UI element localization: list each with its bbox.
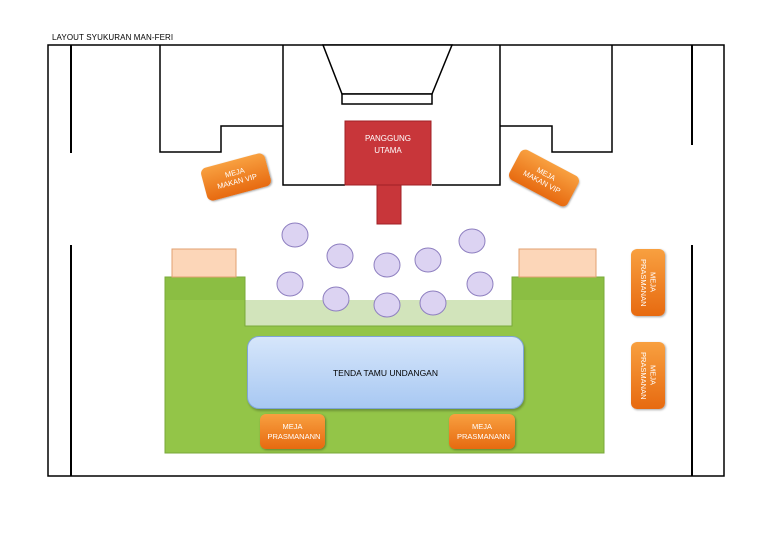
- stage-runway: [376, 184, 402, 225]
- layout-title: LAYOUT SYUKURAN MAN-FERI: [52, 33, 174, 42]
- round-table: [466, 271, 494, 297]
- side-buffet-table-bottom: MEJA PRASMANAN: [631, 342, 665, 409]
- stage-label-line2: UTAMA: [374, 146, 402, 155]
- side-buffet-table-bottom-label: MEJA PRASMANAN: [639, 351, 658, 400]
- bottom-buffet-table-left: MEJA PRASMANANN: [260, 414, 325, 449]
- side-buffet-table-top-label: MEJA PRASMANAN: [639, 258, 658, 307]
- bottom-buffet-table-right-label: MEJA PRASMANANN: [457, 422, 510, 441]
- bottom-buffet-table-left-label: MEJA PRASMANANN: [267, 422, 321, 441]
- peach-table-left: [171, 248, 237, 278]
- round-table: [276, 271, 304, 297]
- round-table: [373, 292, 401, 318]
- stage-label-line1: PANGGUNG: [364, 134, 412, 143]
- round-table: [458, 228, 486, 254]
- guest-tent-label: TENDA TAMU UNDANGAN: [332, 367, 438, 378]
- stage-wing-right: [432, 45, 501, 186]
- stage-wing-left: [282, 45, 345, 186]
- main-stage: [344, 120, 432, 186]
- vip-table-left-label: MEJA MAKAN VIP: [216, 165, 259, 191]
- round-table: [419, 290, 447, 316]
- building-outline-right: [500, 45, 613, 153]
- round-table: [414, 247, 442, 273]
- round-table: [281, 222, 309, 248]
- side-buffet-table-top: MEJA PRASMANAN: [631, 249, 665, 316]
- backstage-trapezoid: [321, 44, 454, 95]
- round-table: [322, 286, 350, 312]
- bottom-buffet-table-right: MEJA PRASMANANN: [449, 414, 515, 449]
- round-table: [326, 243, 354, 269]
- backstage-step: [341, 93, 433, 105]
- peach-table-right: [518, 248, 597, 278]
- round-table: [373, 252, 401, 278]
- guest-tent: TENDA TAMU UNDANGAN: [247, 336, 524, 409]
- building-outline-left: [159, 45, 283, 153]
- stage-label: PANGGUNG UTAMA: [345, 133, 431, 157]
